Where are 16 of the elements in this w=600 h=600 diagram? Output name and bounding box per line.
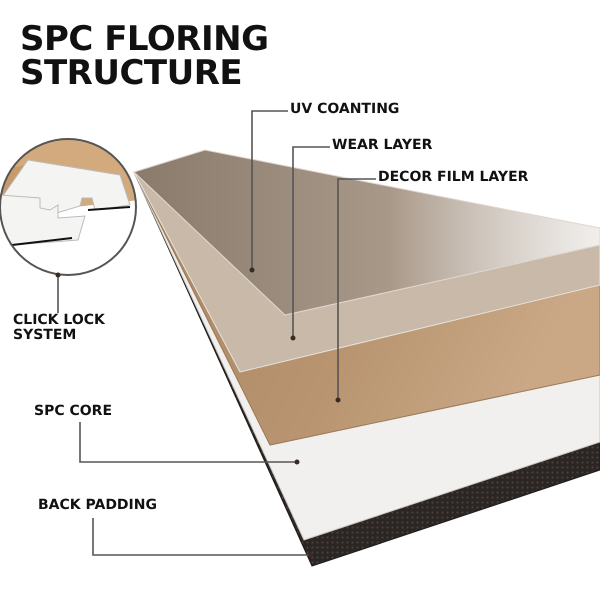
layer-label: BACK PADDING [38, 498, 198, 514]
leader-line [79, 422, 300, 464]
layer-label: DECOR FILM LAYER [378, 170, 578, 186]
click-lock-inset-drawing [0, 138, 137, 276]
layer-label: WEAR LAYER [332, 138, 462, 154]
layer-label: UV COANTING [290, 102, 430, 118]
leader-line [56, 272, 60, 313]
leader-line [92, 518, 314, 558]
layer-label: SPC CORE [34, 404, 144, 420]
leader-line [250, 110, 288, 272]
leader-line [336, 178, 376, 402]
layer-label: CLICK LOCK SYSTEM [13, 313, 143, 344]
uv-coating-layer [133, 149, 600, 316]
leader-line [290, 146, 330, 340]
wear-layer [134, 172, 600, 373]
title: SPC FLORING STRUCTURE [20, 22, 270, 90]
